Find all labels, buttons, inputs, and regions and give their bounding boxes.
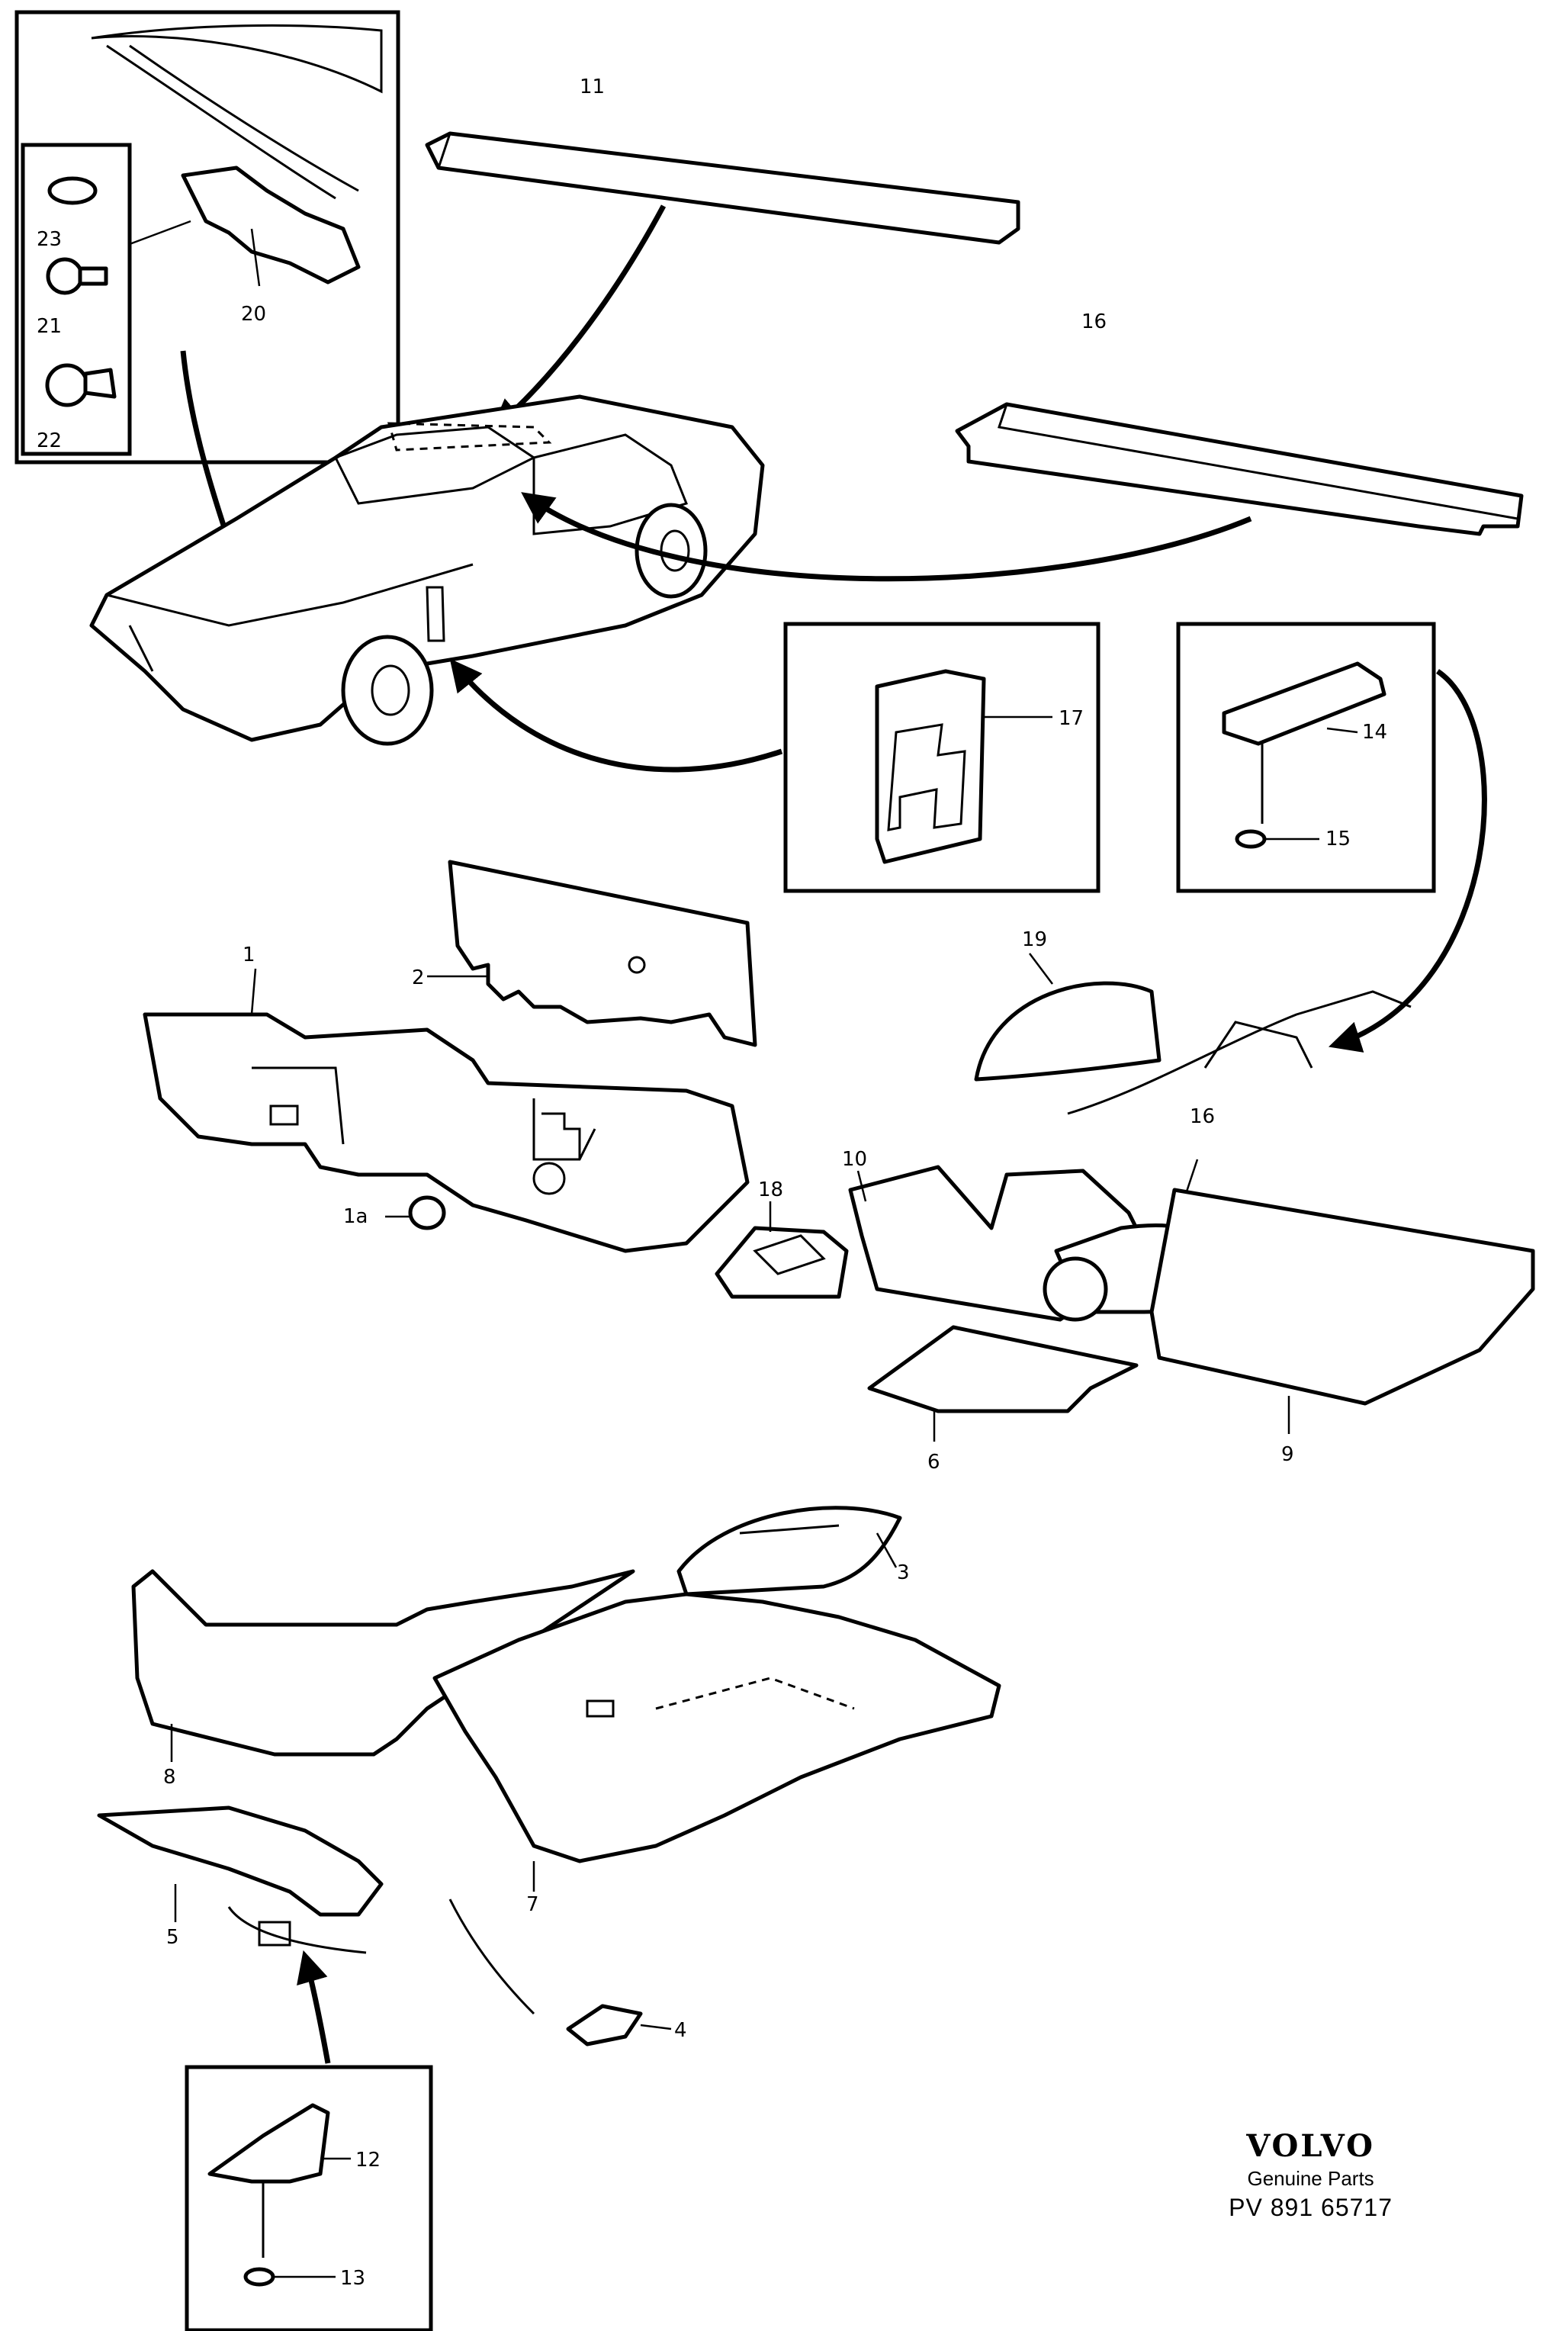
callout-23: 23 xyxy=(37,228,62,251)
callout-21: 21 xyxy=(37,315,62,338)
callout-20: 20 xyxy=(241,303,266,326)
car-illustration xyxy=(89,394,765,746)
callout-12: 12 xyxy=(355,2149,381,2172)
mat-6 xyxy=(867,1325,1139,1442)
main-floor-carpet-7 xyxy=(432,1592,1001,1892)
callout-1a: 1a xyxy=(343,1205,368,1228)
callout-1: 1 xyxy=(243,944,255,966)
part-number: PV 891 65717 xyxy=(1229,2194,1393,2221)
callout-14: 14 xyxy=(1362,721,1387,744)
screw-21-icon xyxy=(46,257,108,295)
clip-22-icon xyxy=(45,363,117,407)
callout-18: 18 xyxy=(758,1178,783,1201)
callout-10: 10 xyxy=(842,1148,867,1171)
front-carpet-8 xyxy=(131,1569,635,1762)
block-18 xyxy=(715,1201,849,1299)
wheel-arch-19 xyxy=(974,953,1162,1082)
callout-5: 5 xyxy=(166,1926,179,1949)
console-cover-3 xyxy=(676,1506,902,1596)
clip-13-icon xyxy=(243,2267,275,2287)
rear-wheel xyxy=(635,503,708,599)
firewall-panel-2 xyxy=(427,860,757,1047)
headliner-strip-11 xyxy=(425,131,1020,245)
callout-9: 9 xyxy=(1281,1443,1294,1466)
lower-carpet-5 xyxy=(97,1805,535,2015)
callout-16-shelf: 16 xyxy=(1081,310,1107,333)
callout-7: 7 xyxy=(526,1893,539,1916)
volvo-logo: VOLVO xyxy=(1246,2128,1375,2164)
callout-16-cover: 16 xyxy=(1190,1105,1215,1128)
clip-1a-icon xyxy=(385,1195,446,1230)
callout-19: 19 xyxy=(1022,928,1047,951)
foam-pad-17 xyxy=(875,669,986,864)
hood-insulation-panel xyxy=(181,166,361,285)
callout-8: 8 xyxy=(163,1766,176,1789)
callout-22: 22 xyxy=(37,429,62,452)
callout-15: 15 xyxy=(1325,828,1351,850)
callout-6: 6 xyxy=(927,1451,940,1474)
boot-mat-9 xyxy=(1149,1188,1535,1434)
dash-insulation-1 xyxy=(143,968,750,1253)
clip-4-icon xyxy=(566,2004,672,2046)
clip-23-icon xyxy=(47,176,98,205)
roof-insulation-outline xyxy=(387,422,552,452)
clip-15-icon xyxy=(1235,829,1267,849)
callout-2: 2 xyxy=(412,966,425,989)
callout-4: 4 xyxy=(674,2019,687,2042)
rear-shelf-panel-16 xyxy=(955,402,1524,536)
callout-11: 11 xyxy=(580,76,605,98)
inset-box-12-13 xyxy=(185,2065,433,2331)
inset-box-14-15 xyxy=(1176,622,1436,893)
front-wheel xyxy=(341,635,434,746)
pad-14 xyxy=(1222,661,1386,746)
pad-12 xyxy=(207,2103,330,2184)
hood-inset-box xyxy=(14,10,400,465)
volvo-brand-block: VOLVO Genuine Parts PV 891 65717 xyxy=(1229,2128,1393,2222)
brand-subtitle: Genuine Parts xyxy=(1247,2167,1374,2190)
callout-3: 3 xyxy=(897,1561,910,1584)
inset-box-17 xyxy=(783,622,1100,893)
callout-13: 13 xyxy=(340,2267,365,2290)
callout-17: 17 xyxy=(1059,707,1084,730)
